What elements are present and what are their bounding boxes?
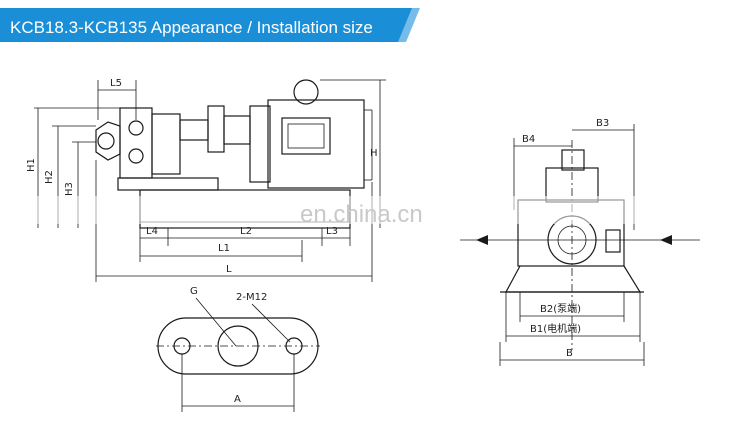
front-base-feet: [504, 265, 642, 293]
b1-label: B1(电机端): [530, 322, 581, 335]
terminal-cover: [287, 123, 325, 149]
b-label: B: [566, 348, 573, 359]
l-label: L: [226, 264, 232, 275]
l3-label: L3: [326, 226, 338, 237]
pump-shaft: [179, 119, 209, 141]
front-outlet: [561, 149, 585, 171]
h-label: H: [370, 148, 378, 159]
inlet-port-circle: [128, 148, 144, 164]
valve-port: [97, 132, 115, 150]
h3-label: H3: [64, 182, 75, 196]
h1-label: H1: [26, 158, 37, 172]
flange-view: G 2-M12 A: [156, 286, 320, 412]
coupling-flange: [207, 105, 225, 153]
side-view: H1 H2 H3 H L5 L4 L2 L3 L1 L: [26, 78, 386, 282]
coupling-guard: [223, 115, 251, 145]
pump-base: [117, 177, 219, 191]
outlet-port-circle: [128, 120, 144, 136]
front-view: B4 B3 B2(泵端) B1(电机端) B: [460, 118, 700, 366]
banner-title: KCB18.3-KCB135 Appearance / Installation…: [10, 18, 373, 37]
b2-label: B2(泵端): [540, 302, 581, 315]
b4-label: B4: [522, 134, 535, 145]
lifting-eye: [293, 79, 319, 105]
valve-body: [95, 121, 121, 161]
watermark-band: [0, 196, 750, 224]
a-label: A: [234, 394, 241, 405]
g-label: G: [190, 286, 198, 297]
l5-label: L5: [110, 78, 122, 89]
l2-label: L2: [240, 226, 252, 237]
flow-arrow-right: [660, 235, 672, 245]
front-side-port: [605, 229, 621, 253]
g-leader: [195, 297, 237, 347]
h2-label: H2: [44, 170, 55, 184]
watermark: en.china.cn: [300, 201, 423, 228]
flow-arrow-left: [476, 235, 488, 245]
motor-flange: [249, 105, 271, 183]
m12-label: 2-M12: [236, 292, 267, 303]
flange-outline: [157, 317, 319, 375]
b3-label: B3: [596, 118, 609, 129]
terminal-box: [281, 117, 331, 155]
l4-label: L4: [146, 226, 158, 237]
m12-leader: [251, 303, 291, 343]
banner-shape: [0, 8, 420, 42]
pump-cover: [151, 113, 181, 175]
title-banner: KCB18.3-KCB135 Appearance / Installation…: [0, 8, 420, 42]
l1-label: L1: [218, 243, 230, 254]
